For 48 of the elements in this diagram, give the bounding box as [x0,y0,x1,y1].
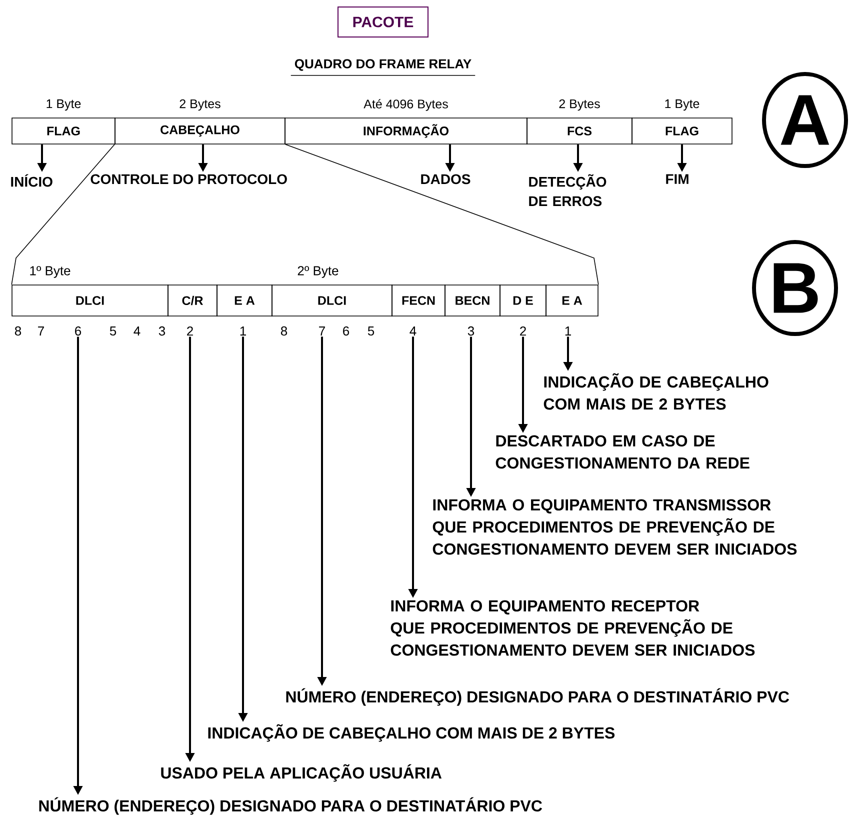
bit-number: 6 [75,326,82,336]
expansion-line [285,144,599,285]
description-text: FIM [666,174,688,184]
bit-number: 1 [240,326,246,336]
byte-size-label: 1 Byte [665,99,700,111]
expansion-line [11,144,115,285]
bit-number: 5 [368,326,374,336]
field-cell: FLAG [632,118,732,144]
bit-number: 8 [280,326,288,336]
byte-size-label: 2 Bytes [559,99,600,111]
description-text: NÚMERO (ENDEREÇO) DESIGNADO PARA O DESTINATÁRIO PVC [39,797,542,815]
byte-size-label: Até 4096 Bytes [364,99,448,111]
description-text: NÚMERO (ENDEREÇO) DESIGNADO PARA O DESTINATÁRIO PVC [286,688,790,706]
description-text: CONTROLE DO PROTOCOLO [90,174,287,184]
field-cell: DLCI [272,284,392,316]
field-cell: CABEÇALHO [114,118,286,144]
byte-label: 2º Byte [298,266,338,278]
bit-number: 2 [520,326,526,336]
field-cell: INFORMAÇÃO [284,118,528,144]
description-text: USADO PELA APLICAÇÃO USUÁRIA [161,764,442,782]
field-cell: FLAG [12,118,116,144]
description-text: DESCARTADO EM CASO DE CONGESTIONAMENTO DA REDE [496,435,750,469]
frame-title: QUADRO DO FRAME RELAY [294,59,472,71]
packet-box: PACOTE [338,6,428,38]
byte-size-label: 2 Bytes [180,99,220,111]
bit-number: 3 [158,326,166,336]
bit-number: 2 [187,326,193,336]
bit-number: 4 [410,326,416,336]
field-cell: C/R [168,284,218,316]
description-text: DADOS [421,174,470,184]
field-cell: E A [216,284,272,316]
bit-number: 7 [319,326,325,336]
description-text: INFORMA O EQUIPAMENTO TRANSMISSOR QUE PROCEDIMENTOS DE PREVENÇÃO DE CONGESTIONAMENTO DEVEM SER INICIADOS [432,499,797,555]
field-cell: BECN [444,284,500,316]
description-text: INDICAÇÃO DE CABEÇALHO COM MAIS DE 2 BYTES [208,724,615,742]
bit-number: 3 [468,326,474,336]
description-text: INDICAÇÃO DE CABEÇALHO COM MAIS DE 2 BYTES [544,373,768,410]
field-cell: E A [546,284,598,316]
field-cell: FCS [526,118,632,144]
field-cell: D E [500,284,546,316]
description-text: INÍCIO [11,174,52,187]
bit-number: 4 [134,326,140,336]
description-text: DETECÇÃO DE ERROS [529,174,606,206]
bit-number: 1 [565,326,571,336]
field-cell: DLCI [12,284,168,316]
byte-size-label: 1 Byte [46,99,81,111]
field-cell: FECN [392,284,446,316]
description-text: INFORMA O EQUIPAMENTO RECEPTOR QUE PROCEDIMENTOS DE PREVENÇÃO DE CONGESTIONAMENTO DEVEM SER INICIADOS [390,600,755,656]
